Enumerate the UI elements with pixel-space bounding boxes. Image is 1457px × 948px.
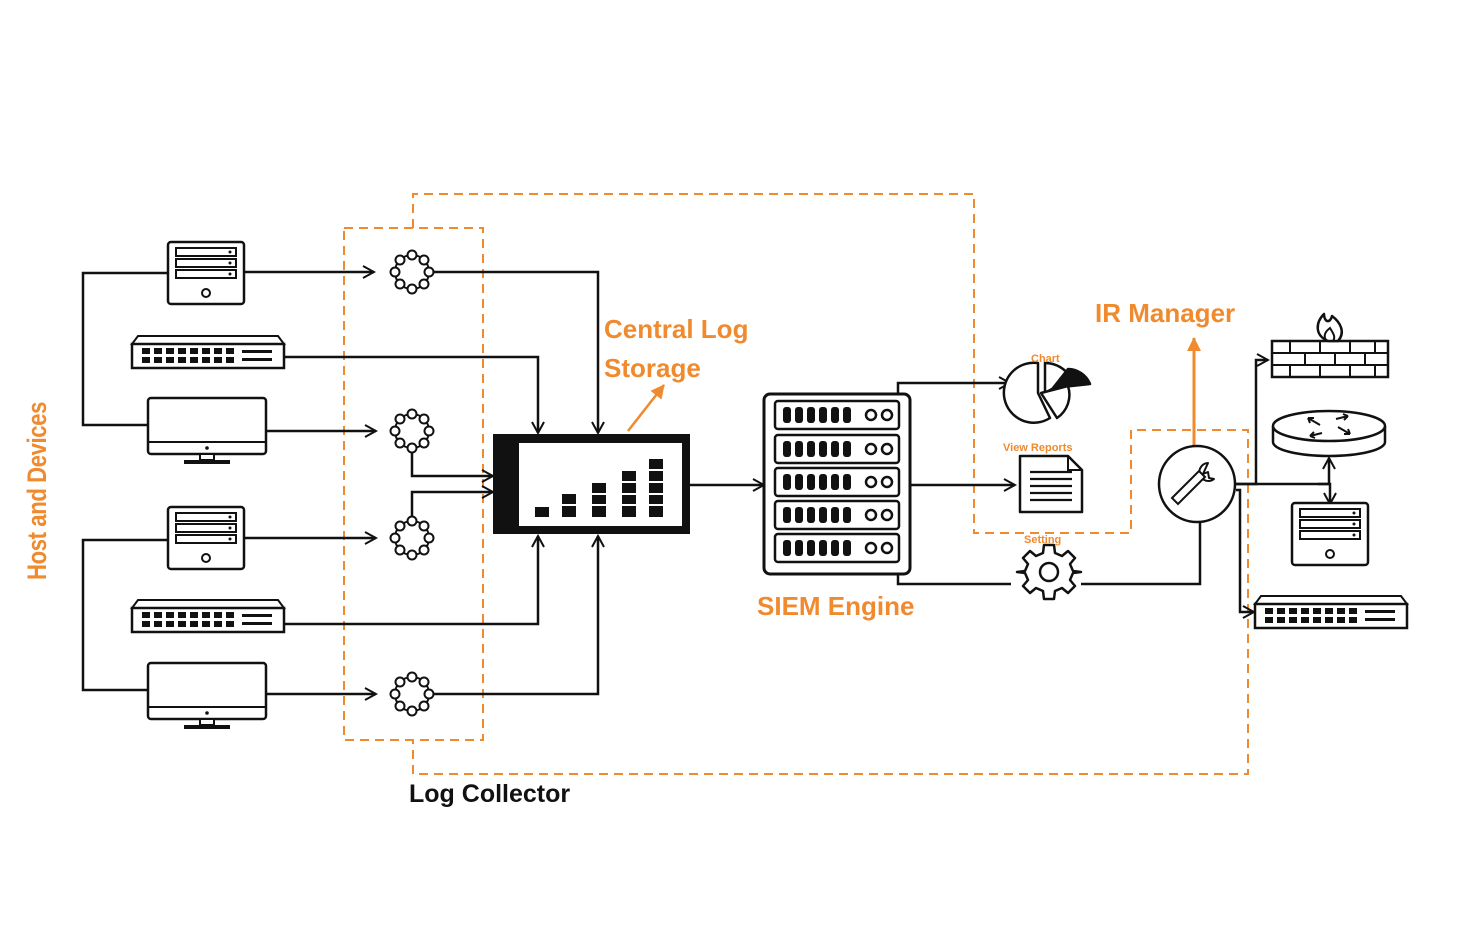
central-log-boundary [412,193,1249,775]
server-tower-icon [166,240,246,306]
document-icon [1018,454,1084,514]
log-collector-boundary [343,227,484,741]
monitor-icon [146,396,268,466]
collector-node-icon [389,515,435,561]
network-switch-icon [130,334,286,370]
collector-node-icon [389,408,435,454]
host-connections [245,272,598,694]
network-switch-icon [130,598,286,634]
server-rack-icon [762,392,912,576]
server-tower-icon [1290,501,1370,567]
pie-chart-icon [1002,361,1092,424]
host-bracket-bottom [81,538,167,692]
collector-node-icon [389,671,435,717]
host-devices-label: Host and Devices [22,401,52,580]
gear-icon [1015,543,1083,601]
storage-label-arrow [627,384,665,432]
siem-output-connections [896,383,1015,586]
server-tower-icon [166,505,246,571]
central-log-label-line2: Storage [604,353,701,383]
chart-label: Chart [1031,353,1060,365]
ir-manager-label: IR Manager [1095,298,1236,328]
monitor-icon [146,661,268,731]
collector-node-icon [389,249,435,295]
network-switch-icon [1253,594,1409,630]
setting-label: Setting [1024,534,1062,546]
wrench-icon [1157,444,1237,524]
router-icon [1271,409,1387,458]
firewall-icon [1270,312,1390,379]
view-reports-label: View Reports [1003,442,1073,454]
siem-engine-label: SIEM Engine [757,591,915,621]
log-collector-label: Log Collector [409,780,571,808]
setting-to-ir-arrow [1081,508,1200,586]
host-bracket-top [81,271,167,427]
ir-target-connections [1236,360,1330,612]
central-log-label-line1: Central Log [604,314,749,344]
log-storage-icon [493,434,690,534]
